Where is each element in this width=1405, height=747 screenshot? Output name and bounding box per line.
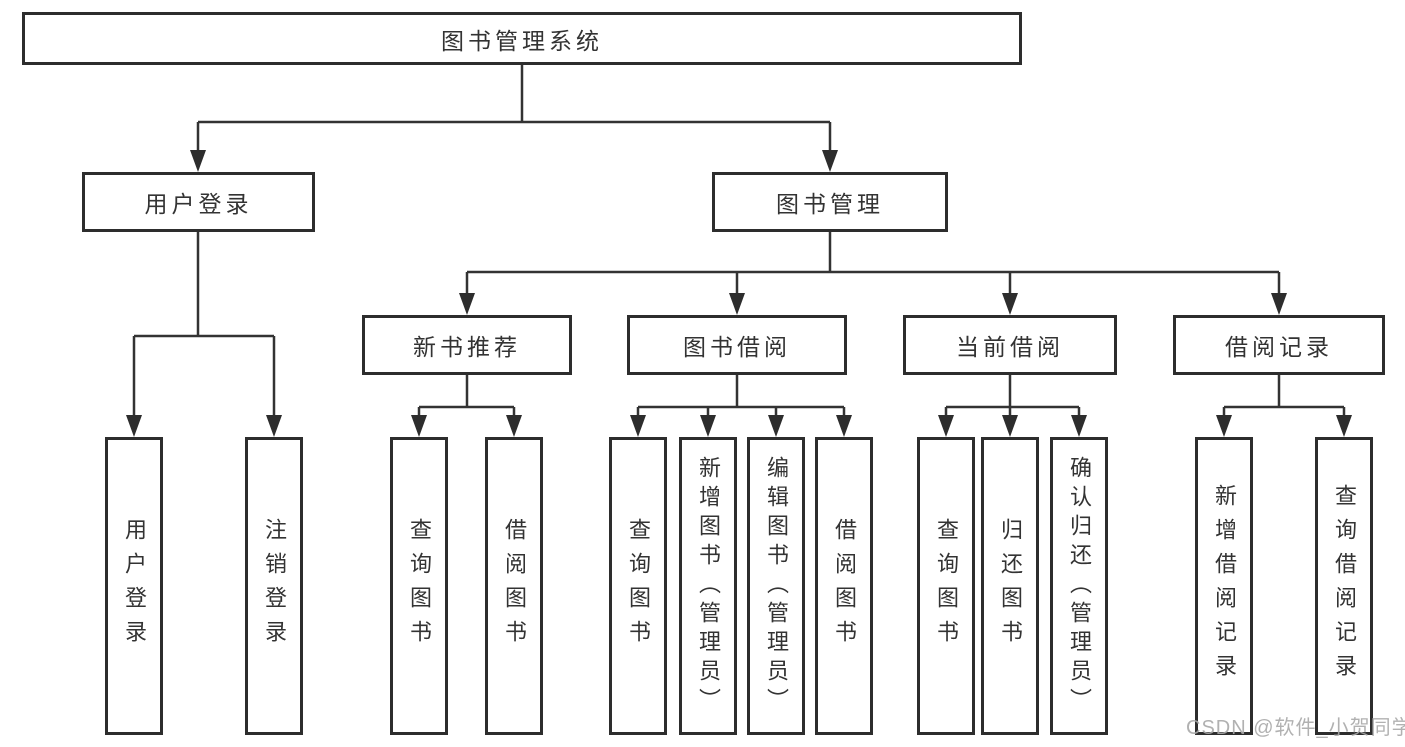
- tree-edges: [132, 65, 1346, 418]
- node-user-login: 用户登录: [82, 172, 315, 232]
- node-label: 编辑图书（管理员）: [764, 455, 789, 717]
- node-label: 图书借阅: [683, 334, 791, 360]
- node-borrowing-records: 借阅记录: [1173, 315, 1385, 375]
- node-label: 归还图书: [998, 518, 1023, 654]
- leaf-user-login: 用户登录: [105, 437, 163, 735]
- arrowheads: [126, 150, 1352, 437]
- leaf-add-books-admin: 新增图书（管理员）: [679, 437, 737, 735]
- node-current-borrowing: 当前借阅: [903, 315, 1117, 375]
- node-label: 查询借阅记录: [1332, 484, 1357, 688]
- node-label: 图书管理: [776, 191, 884, 217]
- leaf-query-books-recommend: 查询图书: [390, 437, 448, 735]
- node-label: 查询图书: [626, 518, 651, 654]
- node-label: 查询图书: [407, 518, 432, 654]
- leaf-add-borrow-record: 新增借阅记录: [1195, 437, 1253, 735]
- node-book-borrowing: 图书借阅: [627, 315, 847, 375]
- leaf-return-books: 归还图书: [981, 437, 1039, 735]
- node-label: 用户登录: [122, 518, 147, 654]
- node-new-book-recommendation: 新书推荐: [362, 315, 572, 375]
- node-label: 用户登录: [144, 191, 253, 217]
- leaf-confirm-return-admin: 确认归还（管理员）: [1050, 437, 1108, 735]
- leaf-query-books-borrow: 查询图书: [609, 437, 667, 735]
- node-label: 新增借阅记录: [1212, 484, 1237, 688]
- node-library-management-system: 图书管理系统: [22, 12, 1022, 65]
- leaf-edit-books-admin: 编辑图书（管理员）: [747, 437, 805, 735]
- leaf-borrow-books: 借阅图书: [815, 437, 873, 735]
- node-label: 新增图书（管理员）: [696, 455, 721, 717]
- node-label: 借阅记录: [1225, 334, 1333, 360]
- node-label: 借阅图书: [502, 518, 527, 654]
- node-book-management: 图书管理: [712, 172, 948, 232]
- node-label: 新书推荐: [413, 334, 521, 360]
- leaf-logout: 注销登录: [245, 437, 303, 735]
- node-label: 注销登录: [262, 518, 287, 654]
- node-label: 当前借阅: [956, 334, 1064, 360]
- leaf-query-books-current: 查询图书: [917, 437, 975, 735]
- leaf-borrow-books-recommend: 借阅图书: [485, 437, 543, 735]
- leaf-query-borrow-record: 查询借阅记录: [1315, 437, 1373, 735]
- node-label: 查询图书: [934, 518, 959, 654]
- watermark: CSDN @软件_小贺同学: [1186, 717, 1405, 739]
- node-label: 借阅图书: [832, 518, 857, 654]
- node-label: 图书管理系统: [441, 27, 603, 54]
- node-label: 确认归还（管理员）: [1067, 455, 1092, 717]
